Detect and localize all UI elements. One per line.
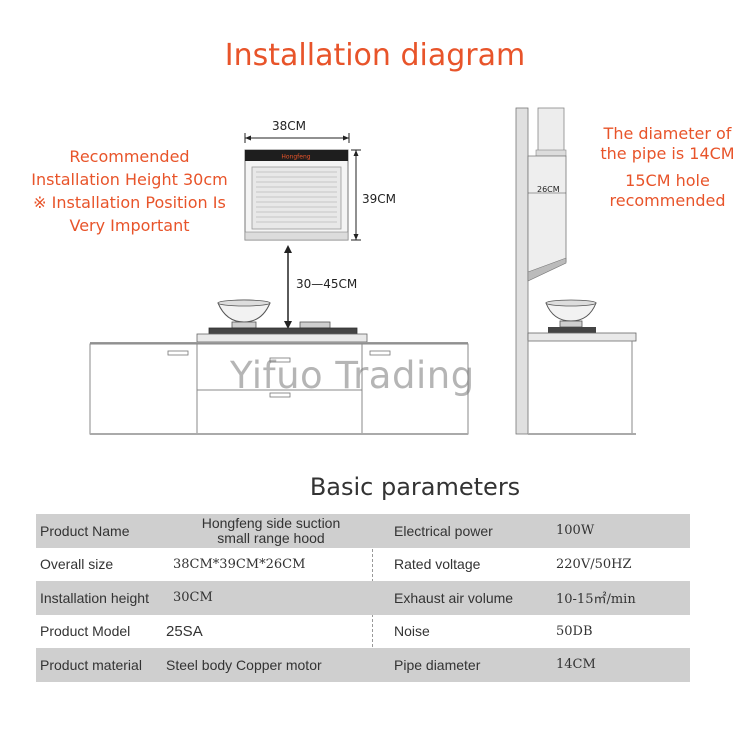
param-value: 10-15㎡/min bbox=[556, 592, 636, 608]
cabinet-front bbox=[89, 342, 469, 435]
parameters-table: Product Name Hongfeng side suction small… bbox=[36, 514, 690, 682]
pipe-note-line: The diameter of bbox=[603, 124, 732, 143]
range-hood-side bbox=[527, 155, 567, 282]
wall-side bbox=[515, 107, 529, 435]
page-title: Installation diagram bbox=[224, 38, 526, 73]
pipe-note-line: the pipe is 14CM bbox=[600, 144, 735, 163]
section-title: Basic parameters bbox=[309, 473, 521, 501]
param-label: Pipe diameter bbox=[394, 656, 481, 673]
width-dimension bbox=[244, 133, 350, 143]
param-value: 38CM*39CM*26CM bbox=[173, 556, 306, 572]
hood-filter-grille bbox=[256, 171, 337, 223]
watermark: Yifuo Trading bbox=[230, 354, 475, 397]
range-hood-front: Hongfeng bbox=[244, 149, 349, 241]
gap-label: 30—45CM bbox=[296, 277, 358, 291]
param-value: 50DB bbox=[556, 623, 593, 639]
gap-dimension bbox=[284, 245, 292, 329]
param-value-line: small range hood bbox=[217, 529, 325, 546]
param-value: 30CM bbox=[173, 590, 213, 606]
param-label: Noise bbox=[394, 623, 430, 640]
height-dimension bbox=[351, 149, 361, 241]
param-value: 25SA bbox=[166, 622, 203, 640]
exhaust-pipe bbox=[535, 107, 567, 157]
table-row: Product Model 25SA Noise 50DB bbox=[36, 615, 690, 649]
hole-note-line: recommended bbox=[609, 191, 726, 210]
height-label: 39CM bbox=[362, 192, 397, 206]
param-value: 100W bbox=[556, 523, 595, 539]
param-label: Overall size bbox=[40, 556, 114, 573]
stove-side bbox=[527, 299, 637, 342]
hood-badge: Hongfeng bbox=[281, 154, 310, 161]
installation-note: Recommended Installation Height 30cm ※ I… bbox=[22, 145, 237, 237]
width-label: 38CM bbox=[272, 119, 307, 133]
table-row: Overall size 38CM*39CM*26CM Rated voltag… bbox=[36, 548, 690, 582]
param-value: 14CM bbox=[556, 657, 596, 673]
param-label: Exhaust air volume bbox=[394, 589, 514, 606]
param-label: Rated voltage bbox=[394, 556, 481, 573]
param-value: Hongfeng side suction small range hood bbox=[171, 514, 371, 548]
stove-front bbox=[196, 299, 368, 343]
depth-label: 26CM bbox=[537, 185, 560, 194]
installation-note-line: Installation Height 30cm bbox=[31, 170, 228, 189]
table-row: Installation height 30CM Exhaust air vol… bbox=[36, 581, 690, 615]
param-label: Product Model bbox=[40, 623, 131, 640]
param-value: Steel body Copper motor bbox=[166, 656, 322, 673]
param-value-line: Hongfeng side suction bbox=[201, 514, 341, 531]
pipe-diameter-note: The diameter of the pipe is 14CM bbox=[590, 124, 745, 164]
param-value: 220V/50HZ bbox=[556, 556, 632, 572]
installation-drawing: Hongfeng bbox=[89, 107, 637, 435]
param-label: Electrical power bbox=[394, 522, 493, 539]
cabinet-side bbox=[527, 340, 636, 435]
param-label: Installation height bbox=[40, 589, 149, 606]
installation-note-line: ※ Installation Position Is bbox=[33, 193, 226, 212]
param-label: Product material bbox=[40, 656, 142, 673]
param-label: Product Name bbox=[40, 522, 130, 539]
installation-note-line: Very Important bbox=[69, 216, 190, 235]
table-row: Product Name Hongfeng side suction small… bbox=[36, 514, 690, 548]
hole-note: 15CM hole recommended bbox=[595, 171, 740, 211]
installation-note-line: Recommended bbox=[69, 147, 190, 166]
hole-note-line: 15CM hole bbox=[625, 171, 710, 190]
table-row: Product material Steel body Copper motor… bbox=[36, 648, 690, 682]
